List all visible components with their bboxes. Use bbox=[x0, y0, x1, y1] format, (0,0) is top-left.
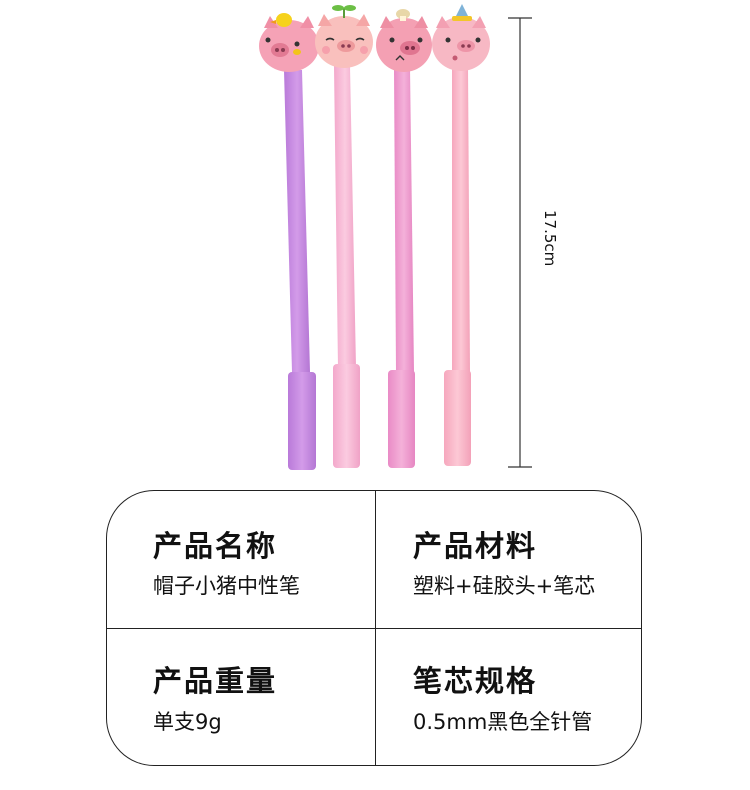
spec-value-refill: 0.5mm黑色全针管 bbox=[413, 710, 593, 734]
spec-title-refill: 笔芯规格 bbox=[413, 664, 538, 698]
spec-value-name: 帽子小猪中性笔 bbox=[153, 574, 300, 598]
spec-cell-refill: 笔芯规格 0.5mm黑色全针管 bbox=[375, 628, 643, 765]
spec-title-weight: 产品重量 bbox=[153, 664, 278, 698]
spec-cell-name: 产品名称 帽子小猪中性笔 bbox=[107, 491, 375, 628]
spec-value-weight: 单支9g bbox=[153, 710, 222, 734]
spec-card: 产品名称 帽子小猪中性笔 产品材料 塑料+硅胶头+笔芯 产品重量 单支9g 笔芯… bbox=[106, 490, 642, 766]
spec-title-material: 产品材料 bbox=[413, 529, 538, 563]
dimension-indicator bbox=[508, 17, 532, 468]
spec-divider-vertical bbox=[375, 491, 376, 765]
spec-cell-material: 产品材料 塑料+硅胶头+笔芯 bbox=[375, 491, 643, 628]
spec-title-name: 产品名称 bbox=[153, 529, 278, 563]
sprout-icon bbox=[332, 5, 356, 18]
spec-value-material: 塑料+硅胶头+笔芯 bbox=[413, 574, 596, 598]
spec-divider-horizontal bbox=[107, 628, 641, 629]
spec-cell-weight: 产品重量 单支9g bbox=[107, 628, 375, 765]
chick-icon bbox=[270, 13, 292, 27]
hat-icon bbox=[452, 4, 472, 21]
pig-head-topper bbox=[315, 14, 373, 68]
pig-head-topper bbox=[259, 16, 319, 72]
pink-pig-pen bbox=[376, 9, 432, 468]
dimension-label: 17.5cm bbox=[541, 210, 559, 267]
pig-head-topper bbox=[376, 16, 432, 72]
purple-pig-pen bbox=[259, 13, 319, 470]
pink-pig-pen bbox=[315, 5, 373, 468]
product-photo bbox=[259, 4, 532, 470]
pig-head-topper bbox=[432, 16, 490, 71]
mushroom-icon bbox=[396, 9, 410, 21]
peach-pig-pen bbox=[432, 4, 490, 466]
